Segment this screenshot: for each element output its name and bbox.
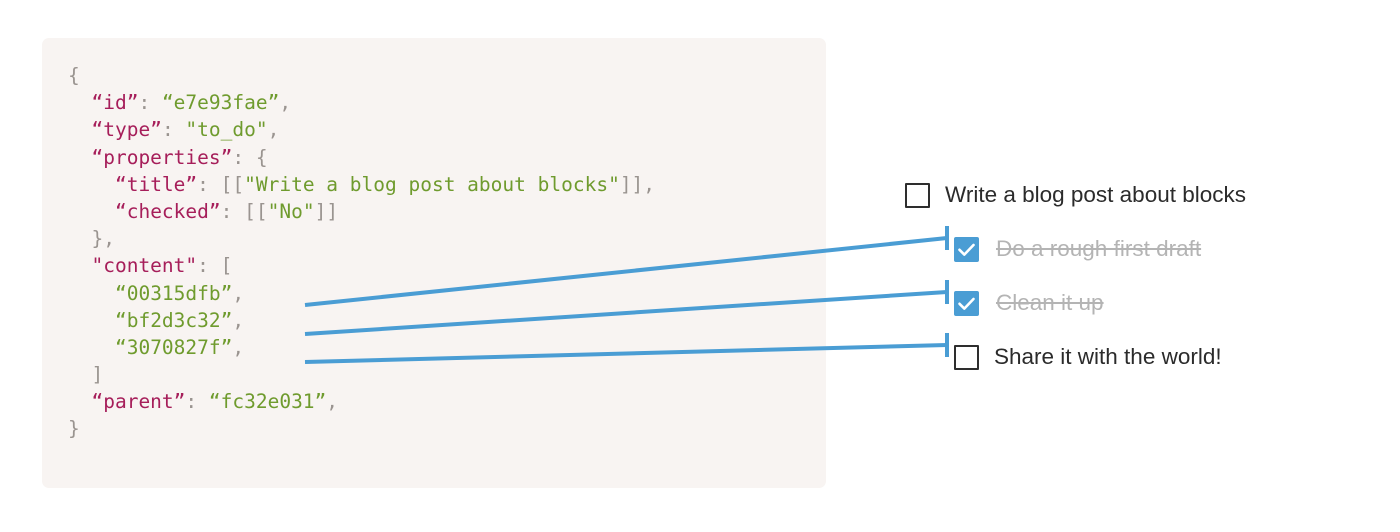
json-line: }, — [68, 225, 655, 252]
json-token-punc: }, — [91, 227, 115, 251]
todo-item-label: Do a rough first draft — [996, 235, 1202, 261]
json-token-punc: : { — [232, 145, 268, 169]
json-line: “3070827f”, — [68, 334, 655, 361]
json-line: { — [68, 62, 655, 89]
json-line: “title”: [["Write a blog post about bloc… — [68, 171, 655, 198]
json-token-punc: ]] — [314, 199, 339, 223]
todo-item-label: Clean it up — [996, 289, 1104, 315]
json-token-str: “fc32e031” — [208, 390, 327, 414]
checkbox-unchecked-icon[interactable] — [905, 182, 930, 208]
json-token-key: “properties” — [91, 145, 233, 169]
json-token-key: "content" — [91, 254, 198, 278]
json-line: “checked”: [["No"]] — [68, 198, 655, 225]
json-token-key: “checked” — [114, 199, 221, 223]
json-token-punc: : [[ — [197, 172, 245, 196]
json-token-punc: ]], — [619, 172, 656, 196]
json-code-block: { “id”: “e7e93fae”, “type”: "to_do", “pr… — [68, 62, 655, 443]
todo-item-label: Share it with the world! — [994, 343, 1222, 369]
todo-item-label: Write a blog post about blocks — [945, 181, 1247, 207]
todo-item[interactable]: Do a rough first draft — [905, 222, 1375, 276]
json-token-punc: , — [232, 335, 245, 359]
checkbox-checked-icon[interactable] — [954, 236, 979, 262]
json-line: “bf2d3c32”, — [68, 307, 655, 334]
json-line: “id”: “e7e93fae”, — [68, 89, 655, 116]
json-token-punc: } — [68, 417, 80, 441]
json-token-key: “parent” — [91, 390, 186, 414]
json-token-punc: : [[ — [220, 199, 268, 223]
json-token-punc: : — [161, 118, 186, 142]
checkbox-unchecked-icon[interactable] — [954, 344, 979, 370]
todo-item[interactable]: Clean it up — [905, 276, 1375, 330]
json-line: "content": [ — [68, 252, 655, 279]
json-line: “type”: "to_do", — [68, 116, 655, 143]
json-token-punc: , — [267, 118, 280, 142]
json-token-punc: , — [279, 91, 292, 115]
json-token-key: “id” — [91, 91, 139, 115]
json-token-punc: { — [68, 64, 80, 87]
json-token-punc: : [ — [197, 254, 233, 278]
json-token-punc: : — [138, 91, 162, 115]
json-token-key: “type” — [91, 118, 162, 142]
json-line: } — [68, 415, 655, 442]
json-line: “properties”: { — [68, 144, 655, 171]
json-token-str: “bf2d3c32” — [114, 308, 233, 332]
json-token-str: "No" — [267, 199, 315, 223]
json-token-punc: : — [185, 390, 209, 414]
json-code-panel: { “id”: “e7e93fae”, “type”: "to_do", “pr… — [42, 38, 826, 488]
json-line: ] — [68, 361, 655, 388]
json-token-str: “00315dfb” — [114, 281, 233, 305]
json-token-punc: , — [232, 281, 245, 305]
json-token-str: "Write a blog post about blocks" — [244, 172, 620, 196]
checkbox-checked-icon[interactable] — [954, 290, 979, 316]
json-token-str: “e7e93fae” — [161, 91, 280, 115]
todo-checklist: Write a blog post about blocks Do a rough… — [905, 168, 1375, 384]
json-token-punc: , — [326, 390, 339, 414]
json-token-punc: ] — [91, 363, 104, 387]
json-line: “00315dfb”, — [68, 280, 655, 307]
todo-item[interactable]: Write a blog post about blocks — [905, 168, 1375, 222]
json-token-punc: , — [232, 308, 245, 332]
json-token-key: “title” — [114, 172, 198, 196]
json-token-str: “3070827f” — [114, 335, 233, 359]
json-token-str: "to_do" — [185, 118, 268, 142]
json-line: “parent”: “fc32e031”, — [68, 388, 655, 415]
todo-item[interactable]: Share it with the world! — [905, 330, 1375, 384]
